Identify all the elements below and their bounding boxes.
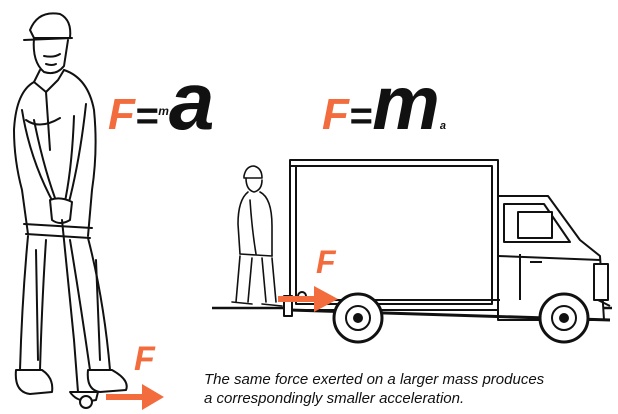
equation-left-force: F xyxy=(108,90,135,139)
equation-right-acceleration: a xyxy=(439,120,446,132)
golfer-figure xyxy=(13,12,128,409)
force-arrow-truck xyxy=(278,286,338,312)
equation-left-equals: = xyxy=(134,94,159,138)
truck-front-wheel xyxy=(538,292,590,344)
equation-right-force: F xyxy=(322,90,349,139)
caption-line-2: a correspondingly smaller acceleration. xyxy=(204,390,465,407)
truck-figure xyxy=(212,159,612,344)
equation-right-mass: m xyxy=(372,61,440,146)
pushing-person-figure xyxy=(231,165,283,307)
force-label-truck: F xyxy=(316,244,336,280)
equation-right-equals: = xyxy=(348,94,373,138)
caption-line-1: The same force exerted on a larger mass … xyxy=(204,371,545,388)
caption: The same force exerted on a larger mass … xyxy=(204,370,604,408)
force-arrow-golfer xyxy=(106,384,164,410)
equation-right: F=ma xyxy=(322,66,446,142)
equation-left: F=ma xyxy=(108,61,215,143)
equation-left-mass: m xyxy=(158,104,169,118)
equation-left-acceleration: a xyxy=(168,56,215,147)
truck-rear-wheel xyxy=(332,292,384,344)
force-label-golfer: F xyxy=(134,340,155,378)
